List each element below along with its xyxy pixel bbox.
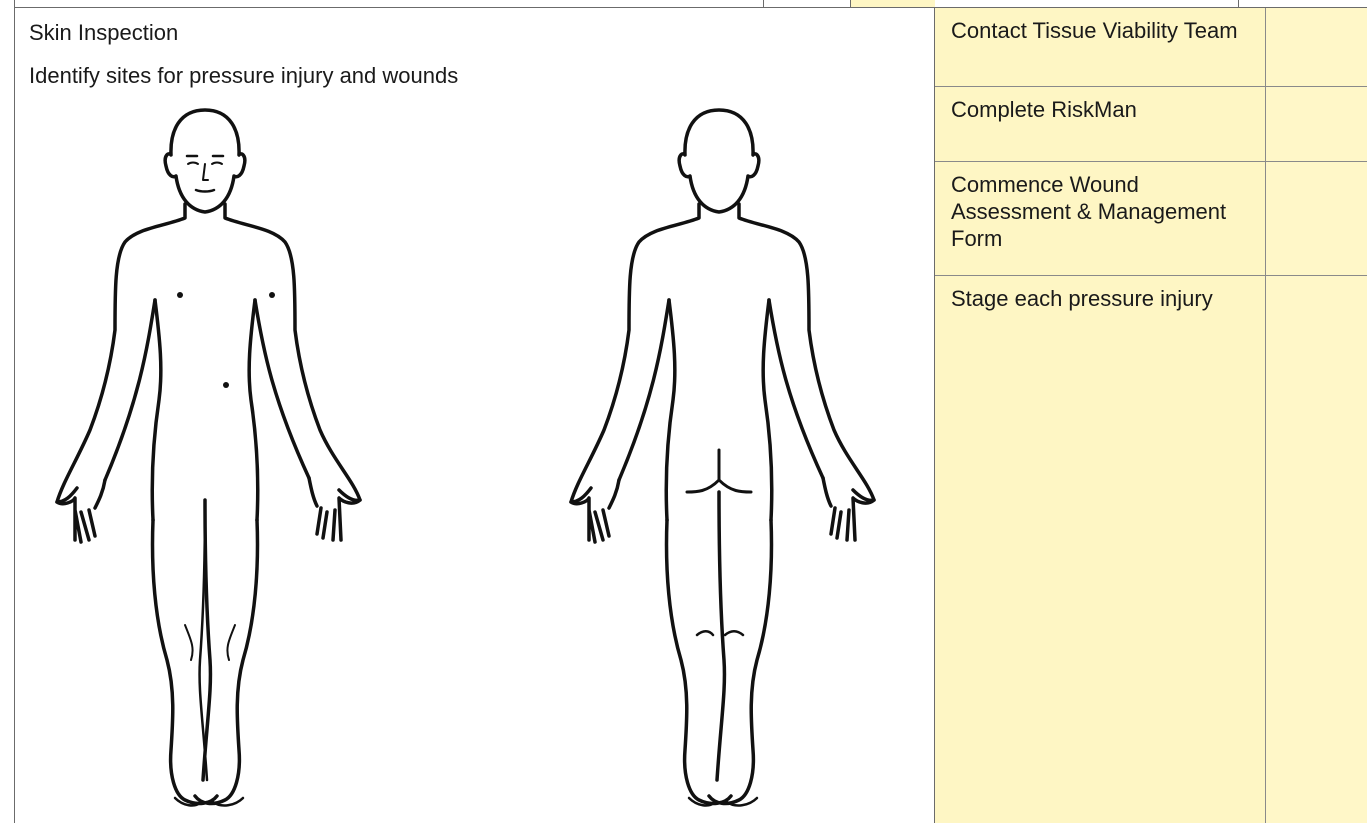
actions-column: Contact Tissue Viability Team Complete R… [935, 8, 1367, 823]
previous-row-strip [0, 0, 1367, 7]
action-row-wound-assessment: Commence Wound Assessment & Management F… [935, 162, 1367, 276]
action-row-stage-pressure-injury: Stage each pressure injury [935, 276, 1367, 823]
action-label: Commence Wound Assessment & Management F… [951, 171, 1251, 252]
action-label: Contact Tissue Viability Team [951, 17, 1251, 44]
section-title: Skin Inspection [29, 20, 178, 46]
action-label: Complete RiskMan [951, 96, 1251, 123]
action-checkbox-cell[interactable] [1265, 8, 1367, 86]
action-row-contact-tissue-viability: Contact Tissue Viability Team [935, 8, 1367, 87]
body-outline-back-icon[interactable] [547, 100, 907, 812]
skin-inspection-panel: Skin Inspection Identify sites for press… [15, 8, 934, 823]
action-checkbox-cell[interactable] [1265, 87, 1367, 161]
action-label: Stage each pressure injury [951, 285, 1251, 312]
section-subtitle: Identify sites for pressure injury and w… [29, 63, 458, 89]
action-checkbox-cell[interactable] [1265, 162, 1367, 275]
action-row-complete-riskman: Complete RiskMan [935, 87, 1367, 162]
body-outline-front-icon[interactable] [35, 100, 395, 812]
action-checkbox-cell[interactable] [1265, 276, 1367, 823]
